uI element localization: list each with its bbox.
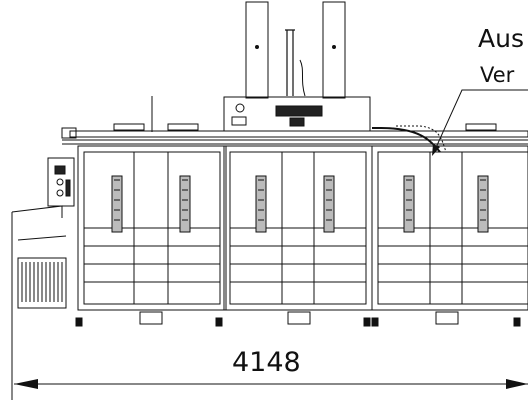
leader-line [433, 89, 528, 153]
discharge-chute [11, 205, 67, 309]
annotation-line-1: Aus [478, 24, 524, 53]
left-guide-column [245, 1, 269, 99]
press-module-1 [77, 145, 227, 325]
collection-basket [17, 257, 67, 309]
dimension-arrow-left [14, 379, 38, 389]
machine-feet [75, 317, 521, 327]
right-guide-column [322, 1, 346, 99]
control-cabinet [223, 96, 371, 132]
top-guide-columns [245, 1, 346, 99]
dimension-value: 4148 [232, 347, 301, 378]
top-rail [61, 123, 528, 145]
press-module-3 [371, 145, 528, 325]
press-modules [77, 145, 528, 325]
brand-logo-plate [275, 105, 323, 117]
press-module-2 [223, 145, 373, 325]
dimension-arrow-right [506, 379, 528, 389]
side-control-panel [47, 157, 75, 207]
dimension-annotation [11, 212, 528, 400]
hydraulic-hose [285, 29, 295, 96]
annotation-line-2: Ver [480, 63, 515, 87]
